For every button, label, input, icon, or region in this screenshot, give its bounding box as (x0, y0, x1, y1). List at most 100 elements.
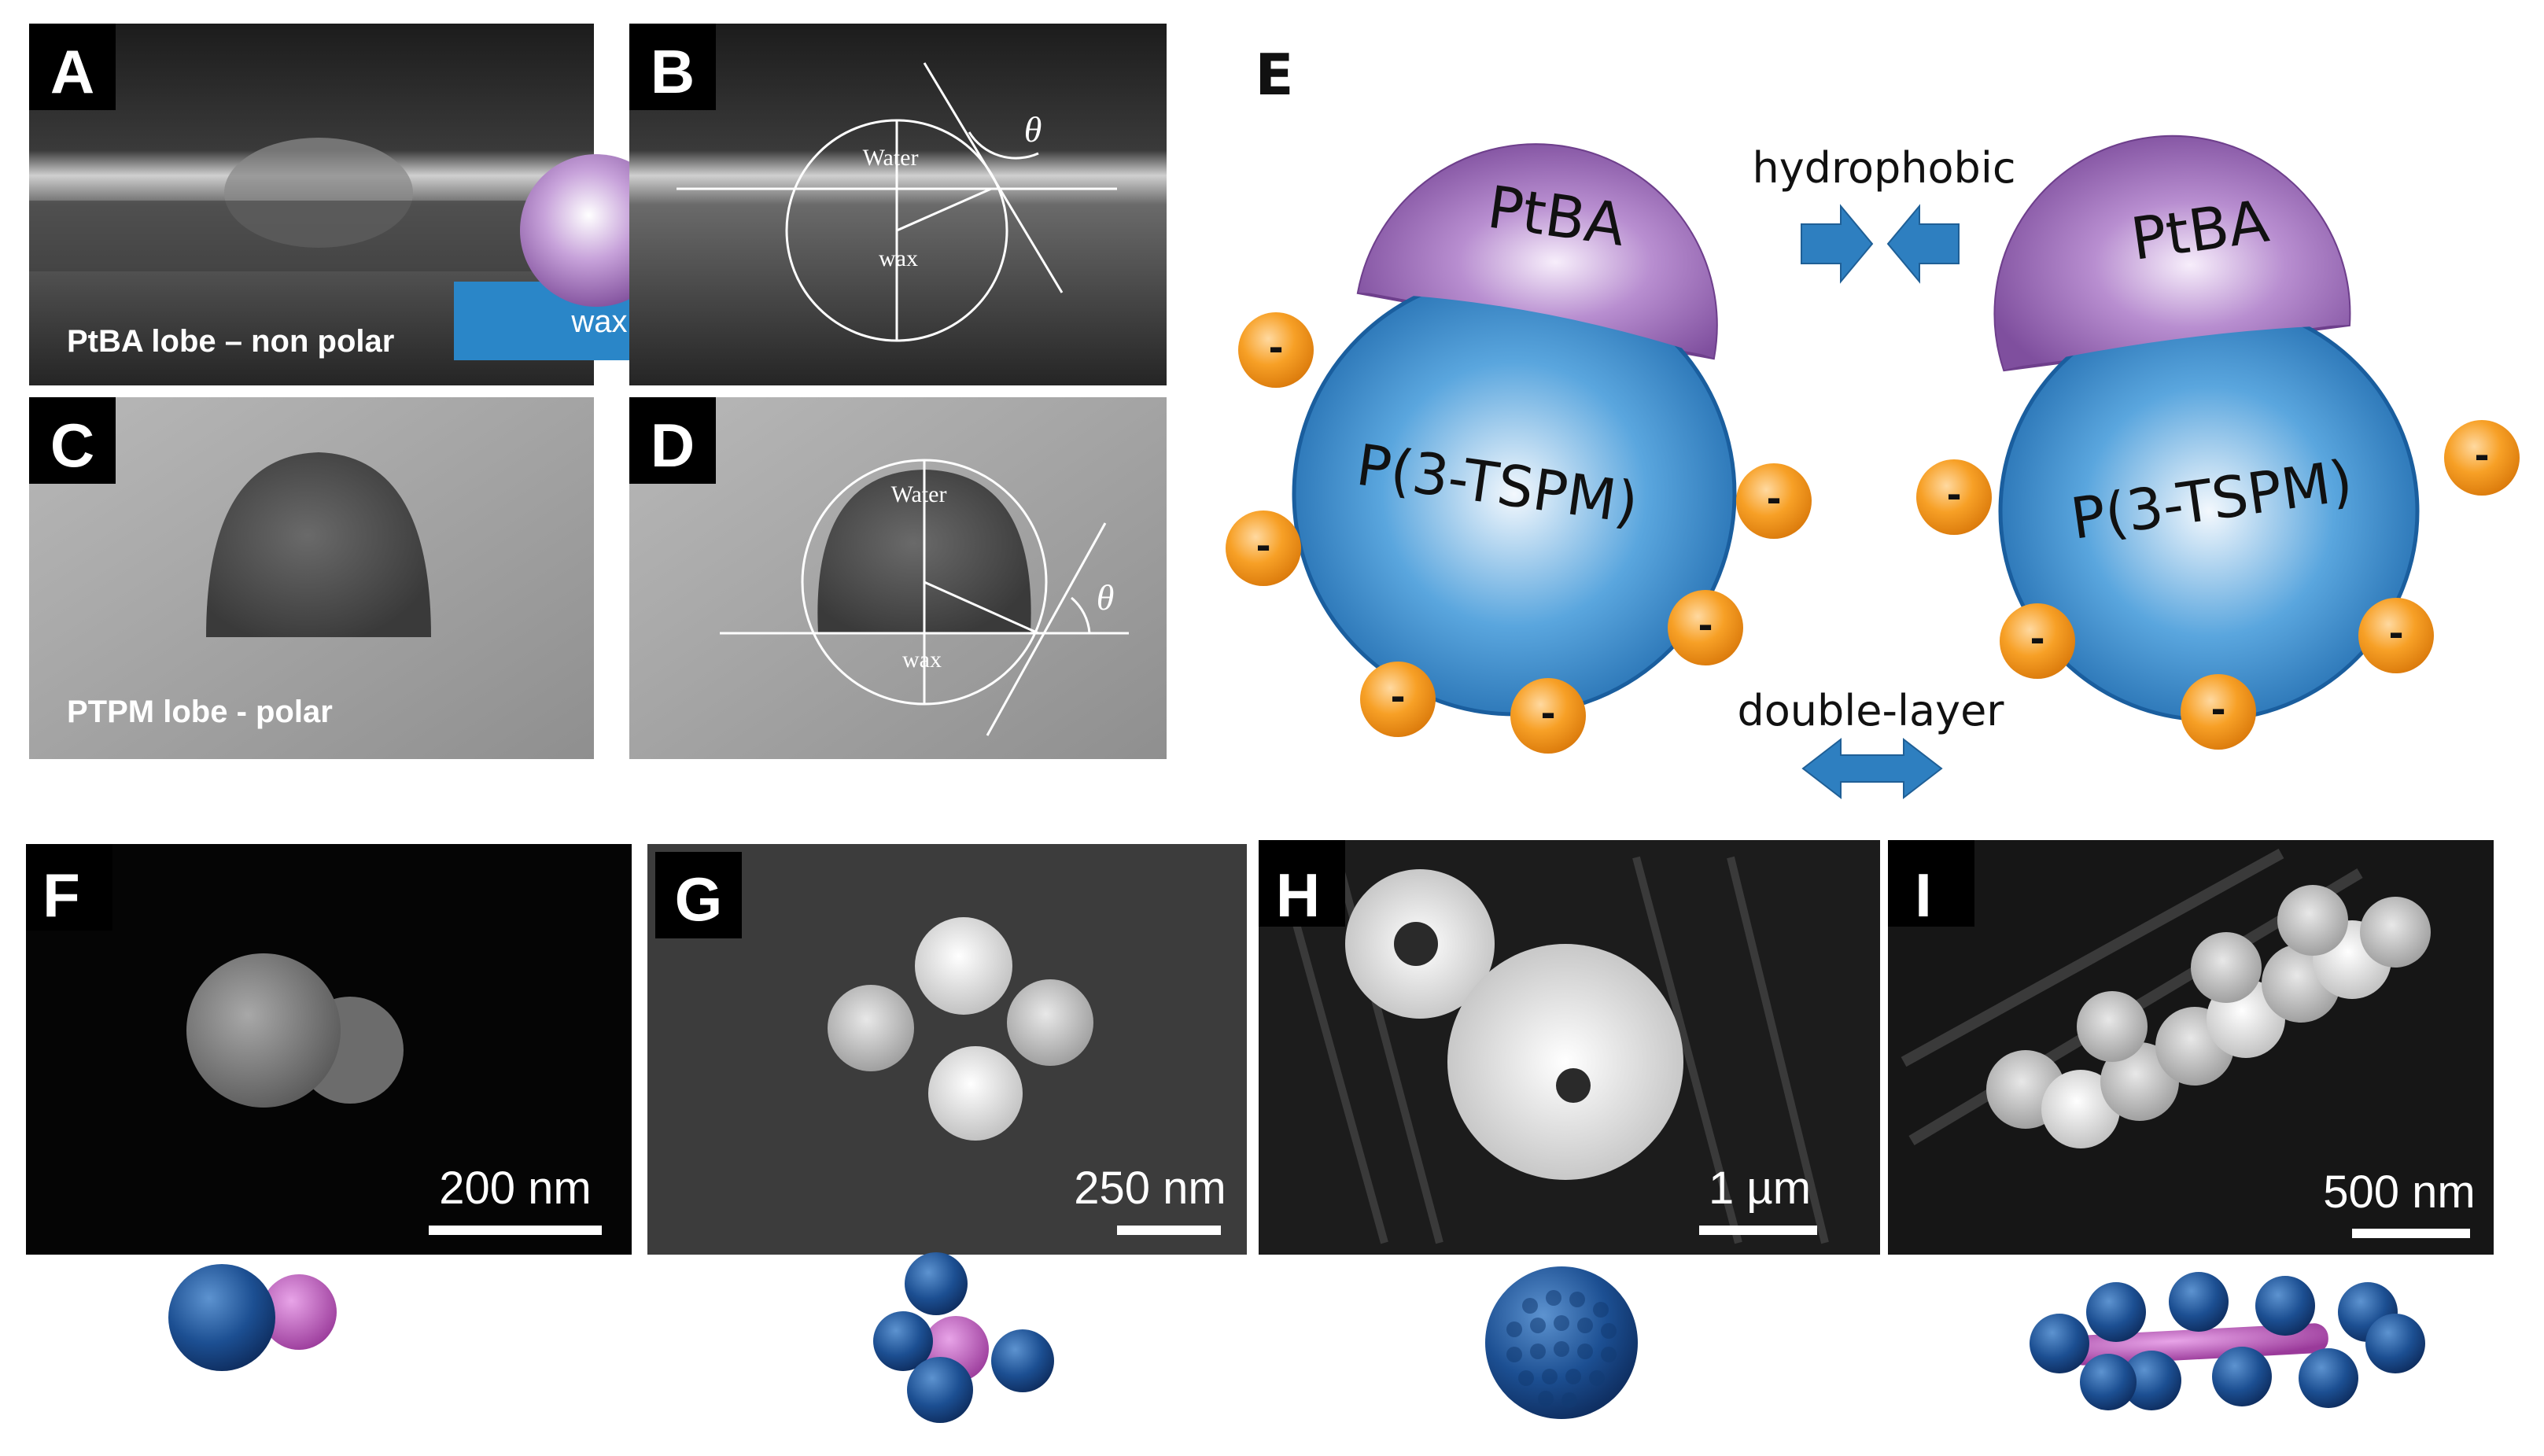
svg-text:-: - (1540, 692, 1555, 735)
model-magenta-sphere (261, 1274, 337, 1350)
model-blue-sphere (168, 1264, 275, 1371)
panel-i-label-box (1888, 840, 1974, 927)
panel-g-scale-label: 250 nm (1074, 1163, 1226, 1214)
svg-text:-: - (2210, 688, 2225, 731)
panel-a-substrate-shadow (29, 201, 594, 271)
panel-a-caption: PtBA lobe – non polar (67, 324, 394, 359)
panel-g-label-box (655, 852, 742, 938)
panel-f-scale-bar (429, 1226, 602, 1235)
panel-c-caption: PTPM lobe - polar (67, 695, 333, 729)
panel-e: E PtBA P(3-TSPM) PtBA P(3-TSPM) - - - - … (1226, 42, 2520, 800)
svg-text:-: - (2388, 612, 2403, 654)
charge-bead: - (1238, 312, 1314, 388)
double-layer-label: double-layer (1737, 686, 2004, 735)
svg-text:-: - (2030, 617, 2044, 660)
panel-h-large-cluster-hole (1556, 1068, 1591, 1103)
panel-a-label-box (29, 24, 116, 110)
panel-g-sphere (928, 1046, 1023, 1141)
panel-d-label: D (651, 411, 695, 480)
svg-text:-: - (1390, 676, 1405, 718)
left-surface-charges: - - - - - - (1226, 312, 1812, 754)
model-h-supraball (1485, 1266, 1638, 1419)
panel-b-angle-arc (968, 131, 1039, 160)
panel-h-scale-bar (1699, 1226, 1817, 1235)
panel-c: C PTPM lobe - polar (29, 397, 594, 759)
svg-text:-: - (2474, 434, 2489, 477)
panel-f: F 200 nm (26, 844, 632, 1255)
model-g-tetramer (873, 1252, 1054, 1423)
charge-bead: - (1360, 662, 1436, 737)
panel-b: B Water wax θ (629, 24, 1167, 385)
panel-g-sphere (828, 985, 914, 1071)
svg-text:-: - (1766, 477, 1781, 520)
panel-b-radius (896, 187, 992, 232)
panel-i-scale-label: 500 nm (2323, 1167, 2475, 1218)
panel-b-water-label: Water (863, 145, 919, 171)
panel-h-label-box (1259, 840, 1345, 927)
panel-b-label-box (629, 24, 716, 110)
model-blue-sphere (991, 1329, 1054, 1392)
panel-b-label: B (651, 37, 695, 106)
charge-bead: - (2181, 674, 2256, 750)
right-ptba-overlap (1995, 136, 2350, 370)
panel-d-contact-angle-overlay (720, 459, 1129, 736)
panel-h-large-cluster (1447, 944, 1683, 1180)
model-blue-sphere (2299, 1348, 2358, 1408)
panel-d-water-label: Water (891, 481, 947, 507)
right-surface-charges: - - - - - (1916, 420, 2520, 750)
charge-bead: - (1226, 511, 1301, 586)
model-blue-sphere (2169, 1272, 2229, 1332)
hydrophobic-attraction-arrows (1801, 204, 1960, 284)
panel-f-scale-label: 200 nm (439, 1163, 591, 1214)
model-blue-sphere (2080, 1354, 2137, 1410)
model-blue-sphere (2365, 1314, 2425, 1373)
panel-i-scale-bar (2352, 1229, 2470, 1238)
panel-f-label: F (42, 861, 80, 930)
svg-text:-: - (1698, 604, 1713, 647)
charge-bead: - (2444, 420, 2520, 496)
panel-g-scale-bar (1117, 1226, 1221, 1235)
panel-g-sem-background (647, 844, 1247, 1255)
panel-g: G 250 nm (647, 844, 1247, 1255)
charge-bead: - (1668, 590, 1743, 665)
charge-bead: - (2358, 598, 2434, 673)
panel-d-theta-label: θ (1097, 577, 1115, 617)
panel-a: A PtBA lobe – non polar wax (29, 24, 745, 385)
panel-d-radius (924, 581, 1039, 635)
charge-bead: - (2000, 603, 2075, 679)
panel-d-tangent (986, 522, 1107, 736)
panel-b-tangent (923, 62, 1064, 293)
charge-bead: - (1916, 459, 1992, 535)
panel-e-label: E (1255, 42, 1293, 108)
double-layer-repulsion-arrow (1801, 737, 1943, 800)
panel-g-label: G (675, 864, 723, 934)
left-janus-particle: PtBA P(3-TSPM) (1292, 143, 1737, 717)
panel-b-contact-angle-overlay (677, 62, 1117, 342)
panel-i-sphere-chain (1986, 885, 2431, 1148)
model-blue-sphere (873, 1311, 933, 1371)
arrow-left-pointing (1886, 204, 1960, 284)
panel-c-label: C (50, 411, 94, 480)
left-ptba-overlap (1359, 145, 1716, 358)
panel-a-label: A (50, 37, 94, 106)
model-blue-sphere (907, 1357, 973, 1423)
model-blue-sphere (2255, 1276, 2315, 1336)
panel-h-label: H (1276, 861, 1320, 930)
panel-d-label-box (629, 397, 716, 484)
model-h-bumps (1506, 1290, 1617, 1408)
panel-g-sphere (1007, 979, 1093, 1066)
arrow-right-pointing (1801, 204, 1874, 284)
model-blue-sphere (2030, 1314, 2089, 1373)
hydrophobic-label: hydrophobic (1752, 143, 2015, 193)
model-f-dimer (168, 1264, 337, 1371)
right-janus-particle: PtBA P(3-TSPM) (1993, 135, 2420, 722)
panel-f-label-box (26, 844, 112, 931)
charge-bead: - (1510, 678, 1586, 754)
panel-f-large-lobe (186, 953, 341, 1108)
panel-h-small-cluster-hole (1394, 922, 1438, 966)
model-blue-sphere (2086, 1282, 2146, 1342)
panel-d: D Water wax θ (629, 397, 1167, 759)
model-blue-sphere (2122, 1351, 2181, 1410)
wax-block-label: wax (570, 304, 627, 339)
